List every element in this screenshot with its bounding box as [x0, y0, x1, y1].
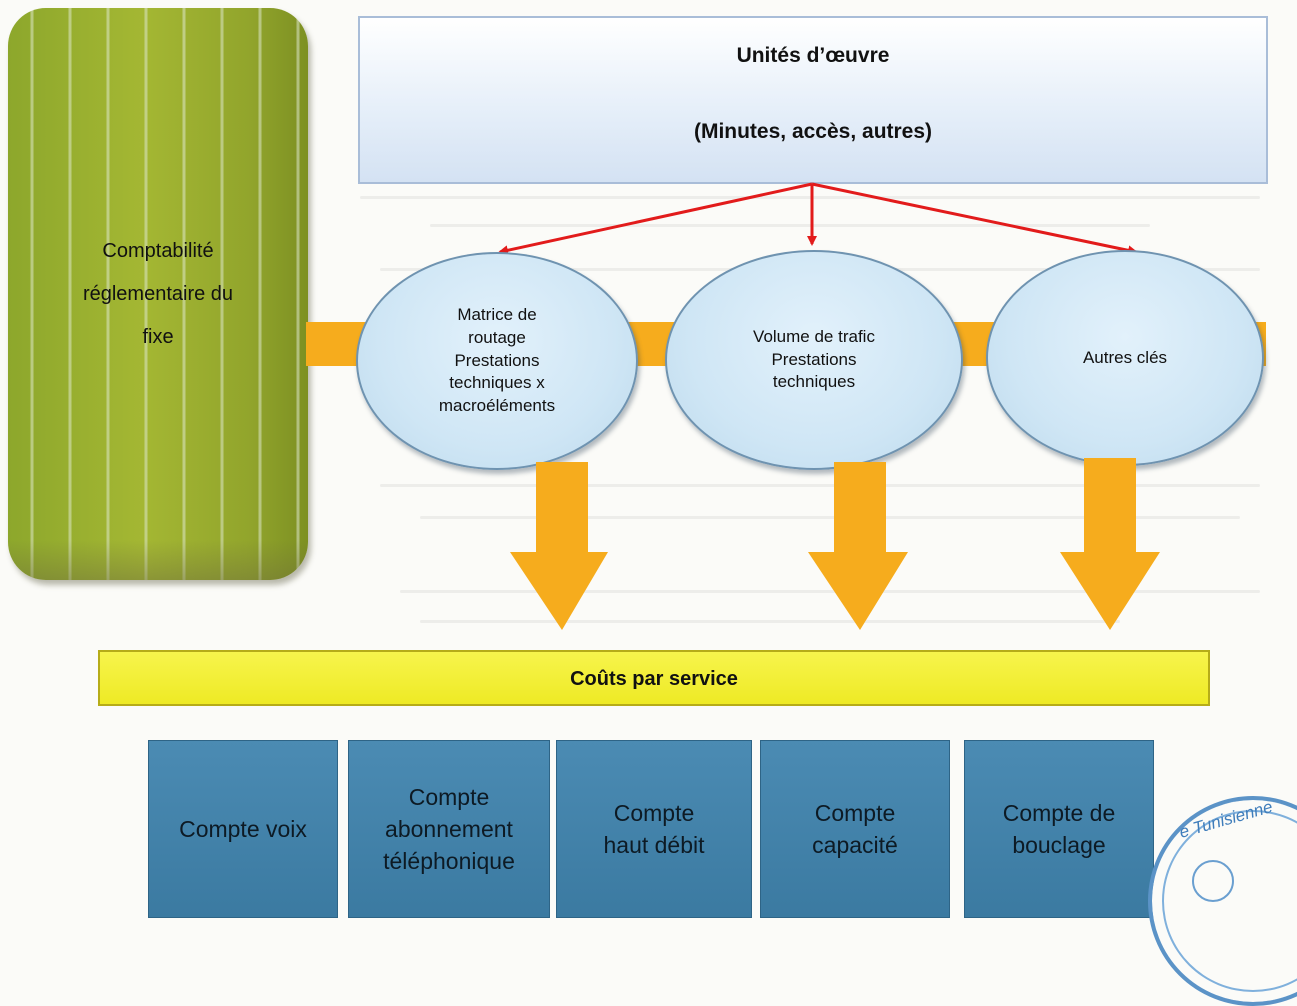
regulatory-accounting-panel: Comptabilité réglementaire du fixe: [8, 8, 308, 580]
other-keys-circle: Autres clés: [986, 250, 1264, 466]
account-voice: Compte voix: [148, 740, 338, 918]
account-loop: Compte de bouclage: [964, 740, 1154, 918]
routing-matrix-label: Matrice de routage Prestations technique…: [438, 304, 556, 416]
background-text-line: [420, 516, 1240, 519]
account-broadband-label: Compte haut débit: [603, 799, 705, 858]
account-loop-label: Compte de bouclage: [1002, 799, 1116, 858]
work-units-subtitle: (Minutes, accès, autres): [693, 120, 933, 143]
background-text-line: [400, 590, 1260, 593]
down-arrow-1: [510, 462, 608, 630]
background-text-line: [360, 196, 1260, 199]
regulatory-accounting-label: Comptabilité réglementaire du fixe: [82, 240, 234, 348]
account-capacity: Compte capacité: [760, 740, 950, 918]
background-text-line: [380, 484, 1260, 487]
account-voice-label: Compte voix: [179, 815, 307, 842]
down-arrows-layer: [510, 458, 1160, 630]
work-units-title: Unités d’œuvre: [736, 44, 890, 67]
background-text-line: [430, 224, 1150, 227]
background-text-line: [420, 620, 1120, 623]
traffic-volume-circle: Volume de trafic Prestations techniques: [665, 250, 963, 470]
traffic-volume-label: Volume de trafic Prestations techniques: [753, 326, 875, 392]
down-arrow-2: [808, 462, 908, 630]
arrow-to-routing-matrix: [498, 182, 813, 256]
account-capacity-label: Compte capacité: [812, 799, 898, 858]
other-keys-label: Autres clés: [1082, 347, 1168, 367]
account-phone-subscription: Compte abonnement téléphonique: [348, 740, 550, 918]
arrows-layer: [498, 182, 1138, 256]
costs-per-service-bar: Coûts par service: [98, 650, 1210, 706]
arrow-to-other-keys: [811, 182, 1138, 256]
red-split-arrows: [498, 182, 1138, 256]
routing-matrix-circle: Matrice de routage Prestations technique…: [356, 252, 638, 470]
costs-per-service-label: Coûts par service: [570, 668, 738, 690]
stamp-emblem-icon: [1192, 860, 1234, 902]
account-phone-subscription-label: Compte abonnement téléphonique: [383, 783, 515, 875]
down-arrow-3: [1060, 458, 1160, 630]
account-broadband: Compte haut débit: [556, 740, 752, 918]
